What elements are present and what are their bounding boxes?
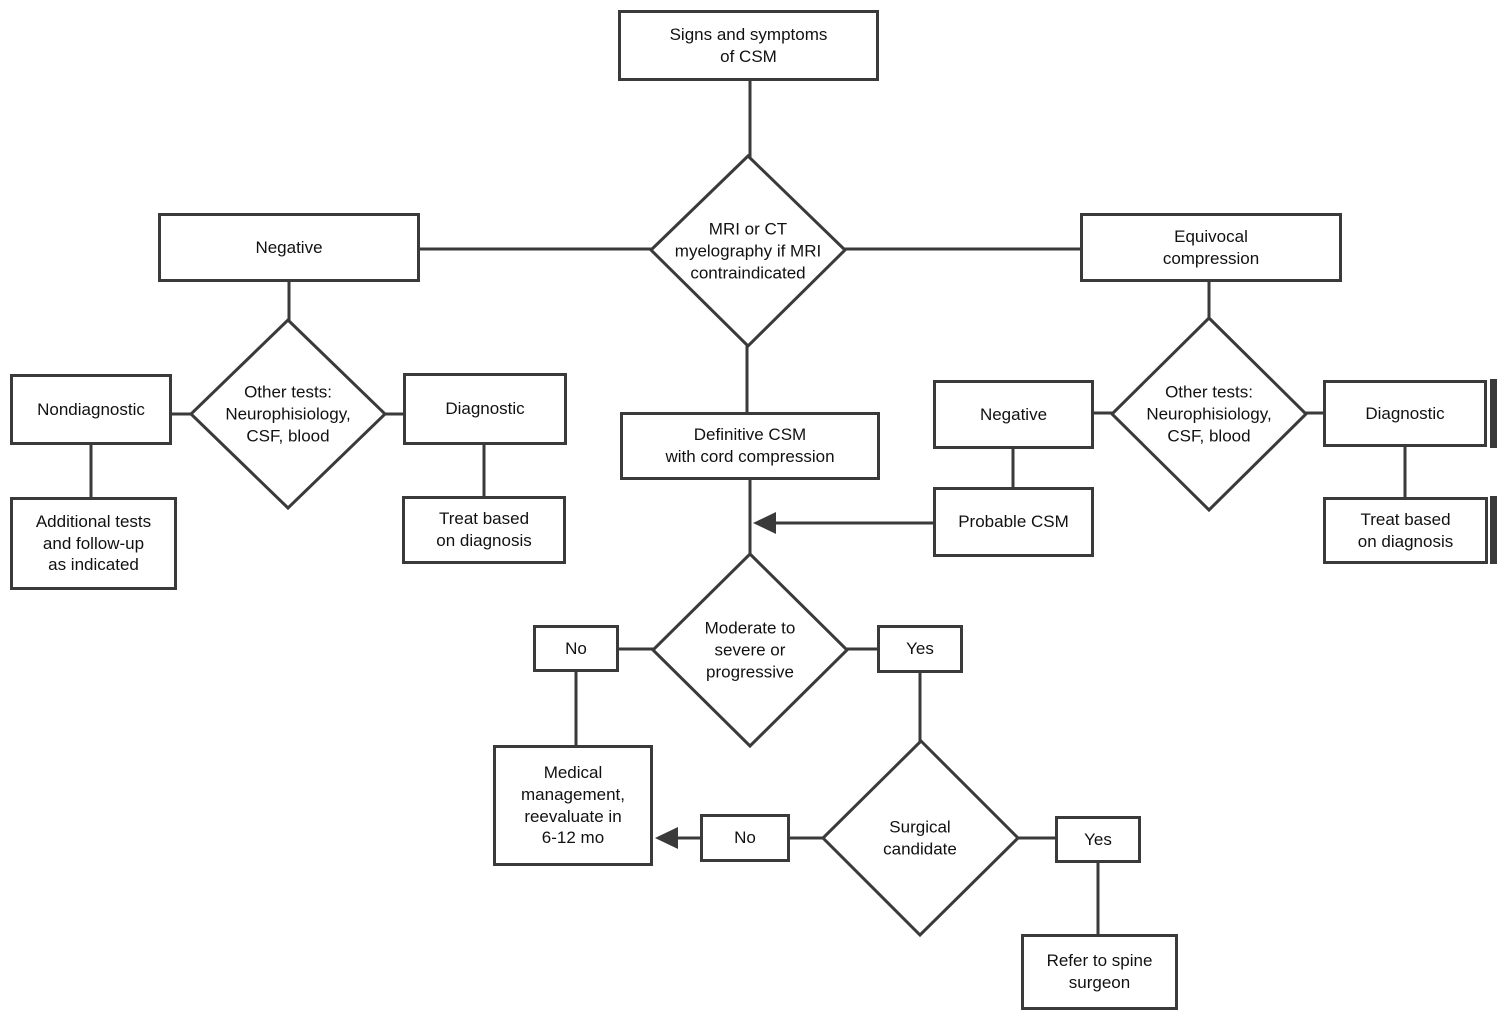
node-label: Yes xyxy=(906,639,934,659)
decision-mri-ct-myelography xyxy=(648,153,848,349)
node-label: Nondiagnostic xyxy=(37,399,145,419)
node-yes-upper: Yes xyxy=(877,625,963,673)
decision-label-surgical: Surgical candidate xyxy=(883,817,957,858)
node-definitive-csm: Definitive CSM with cord compression xyxy=(620,412,880,480)
node-label: Additional tests and follow-up as indica… xyxy=(35,511,152,575)
node-diagnostic-left: Diagnostic xyxy=(403,373,567,445)
node-negative-left: Negative xyxy=(158,213,420,282)
node-label: Refer to spine surgeon xyxy=(1046,951,1153,992)
decision-surgical-candidate xyxy=(820,738,1021,938)
clipped-box-edge-bottom xyxy=(1490,496,1497,564)
node-label: Signs and symptoms of CSM xyxy=(669,24,828,66)
decision-label-mri: MRI or CT myelography if MRI contraindic… xyxy=(674,219,822,282)
node-label: Treat based on diagnosis xyxy=(436,509,532,550)
node-label: Medical management, reevaluate in 6-12 m… xyxy=(521,763,625,848)
node-no-lower: No xyxy=(700,814,790,862)
node-label: Negative xyxy=(255,237,323,257)
decision-label-other-tests-right: Other tests: Neurophisiology, CSF, blood xyxy=(1146,382,1272,445)
arrowhead-probable-to-centerline xyxy=(753,512,776,534)
decision-label-other-tests-left: Other tests: Neurophisiology, CSF, blood xyxy=(225,382,351,445)
decision-label-moderate: Moderate to severe or progressive xyxy=(704,618,796,681)
node-refer-spine-surgeon: Refer to spine surgeon xyxy=(1021,934,1178,1010)
node-label: Negative xyxy=(979,404,1048,424)
node-label: Diagnostic xyxy=(1365,403,1445,423)
node-label: No xyxy=(734,828,756,848)
node-label: Treat based on diagnosis xyxy=(1357,509,1454,551)
node-label: Equivocal compression xyxy=(1162,226,1260,268)
node-equivocal-compression: Equivocal compression xyxy=(1080,213,1342,282)
node-probable-csm: Probable CSM xyxy=(933,487,1094,557)
node-treat-left: Treat based on diagnosis xyxy=(402,496,566,564)
node-label: Diagnostic xyxy=(445,399,525,419)
node-label: Probable CSM xyxy=(958,512,1069,532)
node-yes-lower: Yes xyxy=(1055,816,1141,863)
arrowhead-no-to-medical xyxy=(655,827,678,849)
node-medical-management: Medical management, reevaluate in 6-12 m… xyxy=(493,745,653,866)
node-additional-tests: Additional tests and follow-up as indica… xyxy=(10,497,177,590)
node-signs-and-symptoms: Signs and symptoms of CSM xyxy=(618,10,879,81)
decision-other-tests-right xyxy=(1109,315,1309,513)
node-negative-right: Negative xyxy=(933,380,1094,449)
node-no-upper: No xyxy=(533,625,619,672)
node-treat-right: Treat based on diagnosis xyxy=(1323,497,1488,564)
node-label: Definitive CSM with cord compression xyxy=(665,425,835,466)
node-label: Yes xyxy=(1084,829,1112,849)
decision-moderate-severe-progressive xyxy=(650,551,850,749)
clipped-box-edge-top xyxy=(1490,379,1497,448)
node-nondiagnostic: Nondiagnostic xyxy=(10,374,172,445)
node-diagnostic-right: Diagnostic xyxy=(1323,380,1487,447)
decision-other-tests-left xyxy=(188,317,388,511)
node-label: No xyxy=(565,638,587,658)
